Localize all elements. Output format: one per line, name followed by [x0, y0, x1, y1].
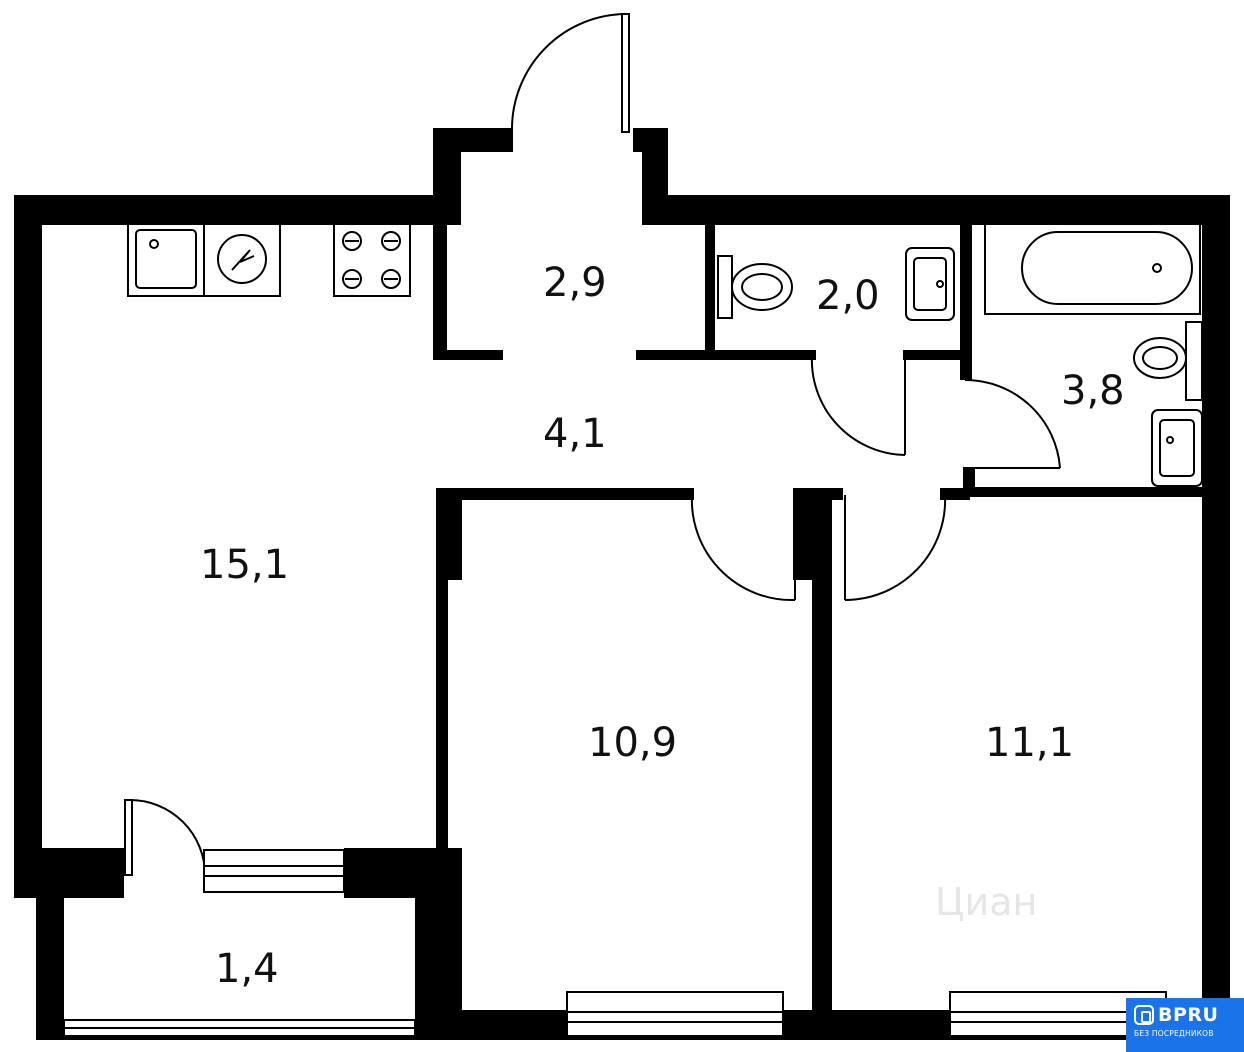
- toilet-door: [810, 354, 906, 456]
- badge-tagline: БЕЗ ПОСРЕДНИКОВ: [1134, 1029, 1214, 1038]
- kitchen-sink-icon: [127, 221, 205, 297]
- entrance-door: [510, 13, 627, 131]
- bathtub-icon: [984, 221, 1201, 315]
- room-label-bathroom: 3,8: [1061, 368, 1125, 414]
- room-label-bedroom-1: 10,9: [588, 720, 677, 766]
- room-label-kitchen-living: 15,1: [200, 542, 289, 588]
- room-labels: 15,1 2,9 2,0 4,1 3,8 10,9 11,1 1,4: [200, 260, 1125, 992]
- bedroom-2-door: [844, 494, 947, 602]
- room-label-balcony: 1,4: [215, 946, 279, 992]
- watermark-text: Циан: [935, 880, 1037, 924]
- toilet-sink-icon: [905, 247, 955, 321]
- badge-row: BPRU: [1134, 1004, 1236, 1026]
- bpru-badge[interactable]: BPRU БЕЗ ПОСРЕДНИКОВ: [1126, 998, 1244, 1052]
- fixtures: [127, 221, 1203, 487]
- room-label-hallway: 4,1: [543, 411, 607, 457]
- kitchen-window: [203, 849, 345, 893]
- bedroom-1-door: [690, 494, 796, 602]
- bath-toilet-icon: [1133, 321, 1203, 401]
- toilet-icon: [717, 255, 793, 319]
- badge-brand: BPRU: [1158, 1004, 1219, 1026]
- bath-sink-icon: [1151, 409, 1203, 487]
- washing-machine-icon: [203, 221, 281, 297]
- room-label-bedroom-2: 11,1: [985, 720, 1074, 766]
- room-label-toilet: 2,0: [816, 273, 880, 319]
- bpru-logo-icon: [1134, 1005, 1154, 1025]
- windows: [63, 849, 1167, 1037]
- bathroom-door: [964, 378, 1061, 469]
- room-label-vestibule: 2,9: [543, 260, 607, 306]
- stove-icon: [333, 221, 411, 297]
- balcony-door: [129, 799, 206, 876]
- interior-walls: [433, 195, 1208, 1028]
- bedroom-1-window: [566, 991, 784, 1037]
